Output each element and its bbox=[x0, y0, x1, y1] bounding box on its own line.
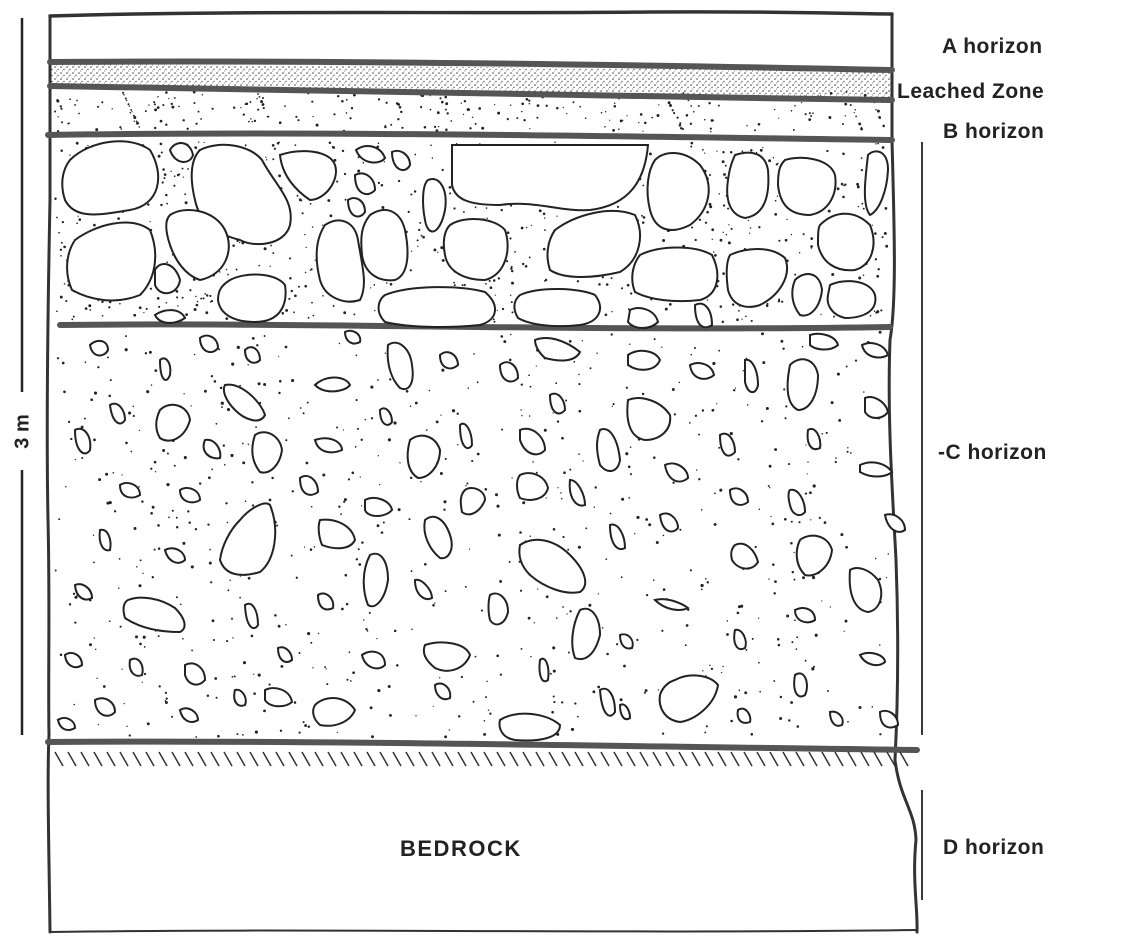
profile-bottom-edge bbox=[50, 930, 917, 932]
scale-label: 3 m bbox=[12, 407, 35, 457]
profile-left-edge bbox=[47, 16, 50, 932]
profile-right-edge bbox=[889, 14, 917, 932]
b-horizon-stones bbox=[62, 141, 888, 328]
c-horizon-stipple bbox=[55, 331, 889, 739]
boundary-c-bedrock bbox=[48, 742, 917, 750]
bedrock-hatching bbox=[55, 752, 908, 766]
leached-zone-label: Leached Zone bbox=[897, 80, 1044, 104]
bedrock-label: BEDROCK bbox=[400, 836, 522, 862]
boundary-b-stony bbox=[48, 134, 892, 140]
a-horizon-band bbox=[50, 14, 892, 66]
c-horizon-pebbles bbox=[58, 331, 905, 741]
c-horizon-label: -C horizon bbox=[938, 441, 1047, 465]
b-horizon-label: B horizon bbox=[943, 120, 1044, 144]
a-horizon-label: A horizon bbox=[942, 35, 1043, 59]
d-horizon-label: D horizon bbox=[943, 836, 1044, 860]
